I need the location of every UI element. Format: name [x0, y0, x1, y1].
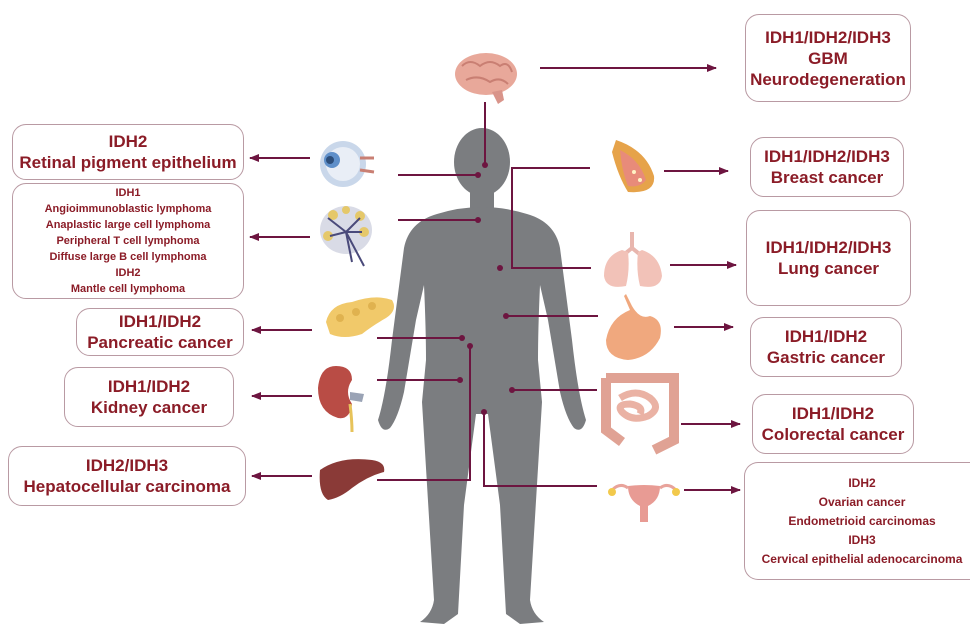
box-line: Neurodegeneration [750, 69, 906, 90]
box-line: IDH1/IDH2/IDH3 [764, 146, 890, 167]
box-line: IDH1/IDH2 [108, 376, 190, 397]
box-line: IDH1/IDH2 [119, 311, 201, 332]
box-line: IDH1/IDH2/IDH3 [765, 27, 891, 48]
intestine-icon [606, 378, 674, 450]
box-line: Pancreatic cancer [87, 332, 233, 353]
box-line: IDH1/IDH2 [785, 326, 867, 347]
box-line: IDH1/IDH2 [792, 403, 874, 424]
eye-icon [320, 141, 374, 187]
box-line: Angioimmunoblastic lymphoma [45, 201, 212, 217]
human-body-silhouette [378, 128, 586, 624]
box-line: IDH1/IDH2/IDH3 [766, 237, 892, 258]
box-line: Endometrioid carcinomas [747, 512, 970, 531]
box-pancreas: IDH1/IDH2 Pancreatic cancer [76, 308, 244, 356]
lung-icon [604, 232, 662, 287]
box-stomach: IDH1/IDH2 Gastric cancer [750, 317, 902, 377]
box-brain: IDH1/IDH2/IDH3 GBM Neurodegeneration [745, 14, 911, 102]
pancreas-icon [326, 297, 394, 337]
uterus-icon [608, 485, 680, 522]
liver-icon [320, 459, 385, 500]
box-lung: IDH1/IDH2/IDH3 Lung cancer [746, 210, 911, 306]
box-line: IDH2 [109, 131, 148, 152]
box-line: Ovarian cancer [747, 493, 970, 512]
box-line: Anaplastic large cell lymphoma [46, 217, 210, 233]
box-line: Cervical epithelial adenocarcinoma [747, 550, 970, 569]
box-line: Breast cancer [771, 167, 883, 188]
box-colon: IDH1/IDH2 Colorectal cancer [752, 394, 914, 454]
box-line: Gastric cancer [767, 347, 885, 368]
box-line: Mantle cell lymphoma [71, 281, 185, 297]
box-line: Retinal pigment epithelium [19, 152, 236, 173]
box-line: IDH2 [747, 474, 970, 493]
breast-icon [612, 140, 654, 192]
box-line: GBM [808, 48, 848, 69]
box-line: IDH3 [747, 531, 970, 550]
box-line: Kidney cancer [91, 397, 207, 418]
box-lymphoma: IDH1 Angioimmunoblastic lymphoma Anaplas… [12, 183, 244, 299]
lymph-node-icon [320, 206, 372, 266]
box-line: IDH2/IDH3 [86, 455, 168, 476]
brain-icon [455, 53, 517, 104]
box-liver: IDH2/IDH3 Hepatocellular carcinoma [8, 446, 246, 506]
box-line: IDH2 [115, 265, 140, 281]
stomach-icon [606, 294, 661, 360]
box-line: Peripheral T cell lymphoma [56, 233, 199, 249]
box-line: Lung cancer [778, 258, 879, 279]
box-line: Diffuse large B cell lymphoma [49, 249, 206, 265]
box-kidney: IDH1/IDH2 Kidney cancer [64, 367, 234, 427]
box-breast: IDH1/IDH2/IDH3 Breast cancer [750, 137, 904, 197]
kidney-icon [318, 366, 364, 432]
box-line: Colorectal cancer [762, 424, 905, 445]
box-eye: IDH2 Retinal pigment epithelium [12, 124, 244, 180]
box-gynecologic: IDH2 Ovarian cancer Endometrioid carcino… [744, 462, 970, 580]
box-line: Hepatocellular carcinoma [24, 476, 231, 497]
box-line: IDH1 [115, 185, 140, 201]
